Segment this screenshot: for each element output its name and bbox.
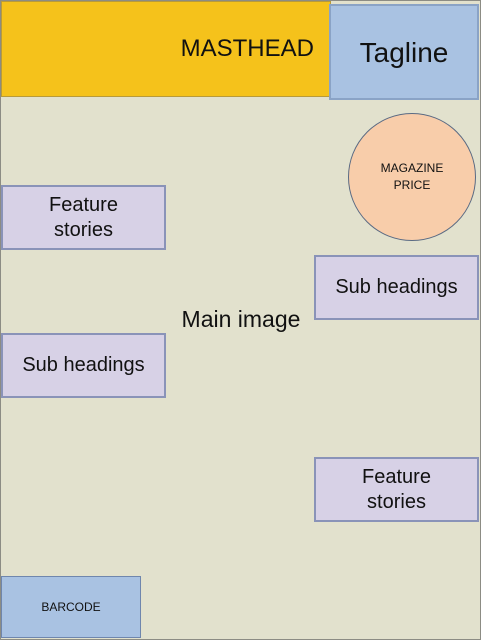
sub-right-label: Sub headings [335,276,458,298]
feature-right-line-2: stories [367,490,426,513]
masthead-label: MASTHEAD [180,35,314,62]
price-label-line-1: MAGAZINE [380,160,444,175]
barcode-block: BARCODE [1,576,141,638]
barcode-label: BARCODE [41,599,101,614]
feature-stories-left-block: Feature stories [1,185,166,250]
masthead-block: MASTHEAD [1,1,331,97]
price-label-line-2: PRICE [393,178,431,192]
tagline-block: Tagline [329,4,479,100]
feature-right-line-1: Feature [362,465,431,488]
feature-left-line-1: Feature [49,193,118,216]
sub-headings-right-block: Sub headings [314,255,479,320]
feature-stories-right-block: Feature stories [314,457,479,522]
magazine-price-circle: MAGAZINE PRICE [348,113,476,241]
main-image-label: Main image [181,306,301,332]
sub-left-label: Sub headings [22,354,145,376]
sub-headings-left-block: Sub headings [1,333,166,398]
feature-left-line-2: stories [54,218,113,241]
tagline-label: Tagline [359,36,449,68]
